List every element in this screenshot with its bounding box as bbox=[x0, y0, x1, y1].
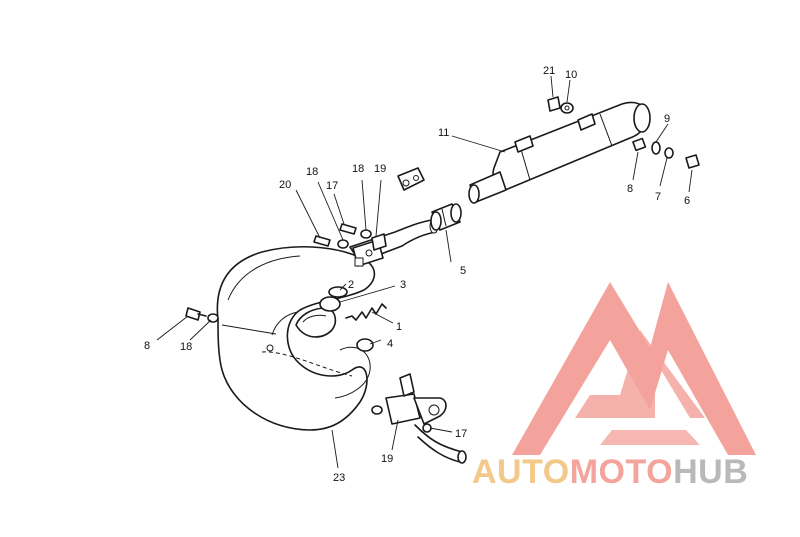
watermark-wordmark: AUTOMOTOHUB bbox=[472, 452, 748, 492]
callout-8-left: 8 bbox=[144, 340, 150, 352]
watermark-logo bbox=[512, 282, 756, 455]
callout-4: 4 bbox=[387, 338, 393, 350]
gaskets-and-spring bbox=[319, 286, 387, 352]
callout-10: 10 bbox=[565, 69, 577, 81]
callout-17-bottom: 17 bbox=[455, 428, 467, 440]
upper-bracket bbox=[397, 167, 425, 191]
callout-17-top: 17 bbox=[326, 180, 338, 192]
silencer-rear-hardware bbox=[632, 137, 700, 169]
callout-19-top: 19 bbox=[374, 163, 386, 175]
watermark-moto: MOTO bbox=[569, 453, 674, 491]
left-fasteners bbox=[185, 307, 219, 323]
callout-18-top-b: 18 bbox=[352, 163, 364, 175]
callout-2: 2 bbox=[348, 279, 354, 291]
leader-lines bbox=[156, 75, 693, 469]
callout-9: 9 bbox=[664, 113, 670, 125]
callout-3: 3 bbox=[400, 279, 406, 291]
callout-7: 7 bbox=[655, 191, 661, 203]
callout-19-bottom: 19 bbox=[381, 453, 393, 465]
rubber-coupling bbox=[430, 203, 462, 231]
callout-5: 5 bbox=[460, 265, 466, 277]
callout-1: 1 bbox=[396, 321, 402, 333]
callout-18-left: 18 bbox=[180, 341, 192, 353]
watermark-hub: HUB bbox=[673, 453, 749, 491]
upper-fasteners bbox=[313, 223, 387, 251]
callout-labels: 21 10 11 9 8 7 6 5 20 18 17 18 19 2 3 1 … bbox=[144, 65, 690, 484]
silencer bbox=[468, 101, 651, 204]
lower-bracket bbox=[371, 373, 467, 464]
callout-11: 11 bbox=[438, 127, 449, 139]
silencer-top-hardware bbox=[547, 96, 574, 114]
callout-8-right: 8 bbox=[627, 183, 633, 195]
callout-21: 21 bbox=[543, 65, 555, 77]
front-pipe bbox=[349, 218, 439, 267]
callout-18-top-a: 18 bbox=[306, 166, 318, 178]
callout-6: 6 bbox=[684, 195, 690, 207]
expansion-chamber bbox=[216, 246, 376, 431]
callout-23: 23 bbox=[333, 472, 345, 484]
watermark-auto: AUTO bbox=[472, 453, 570, 491]
callout-20: 20 bbox=[279, 179, 291, 191]
